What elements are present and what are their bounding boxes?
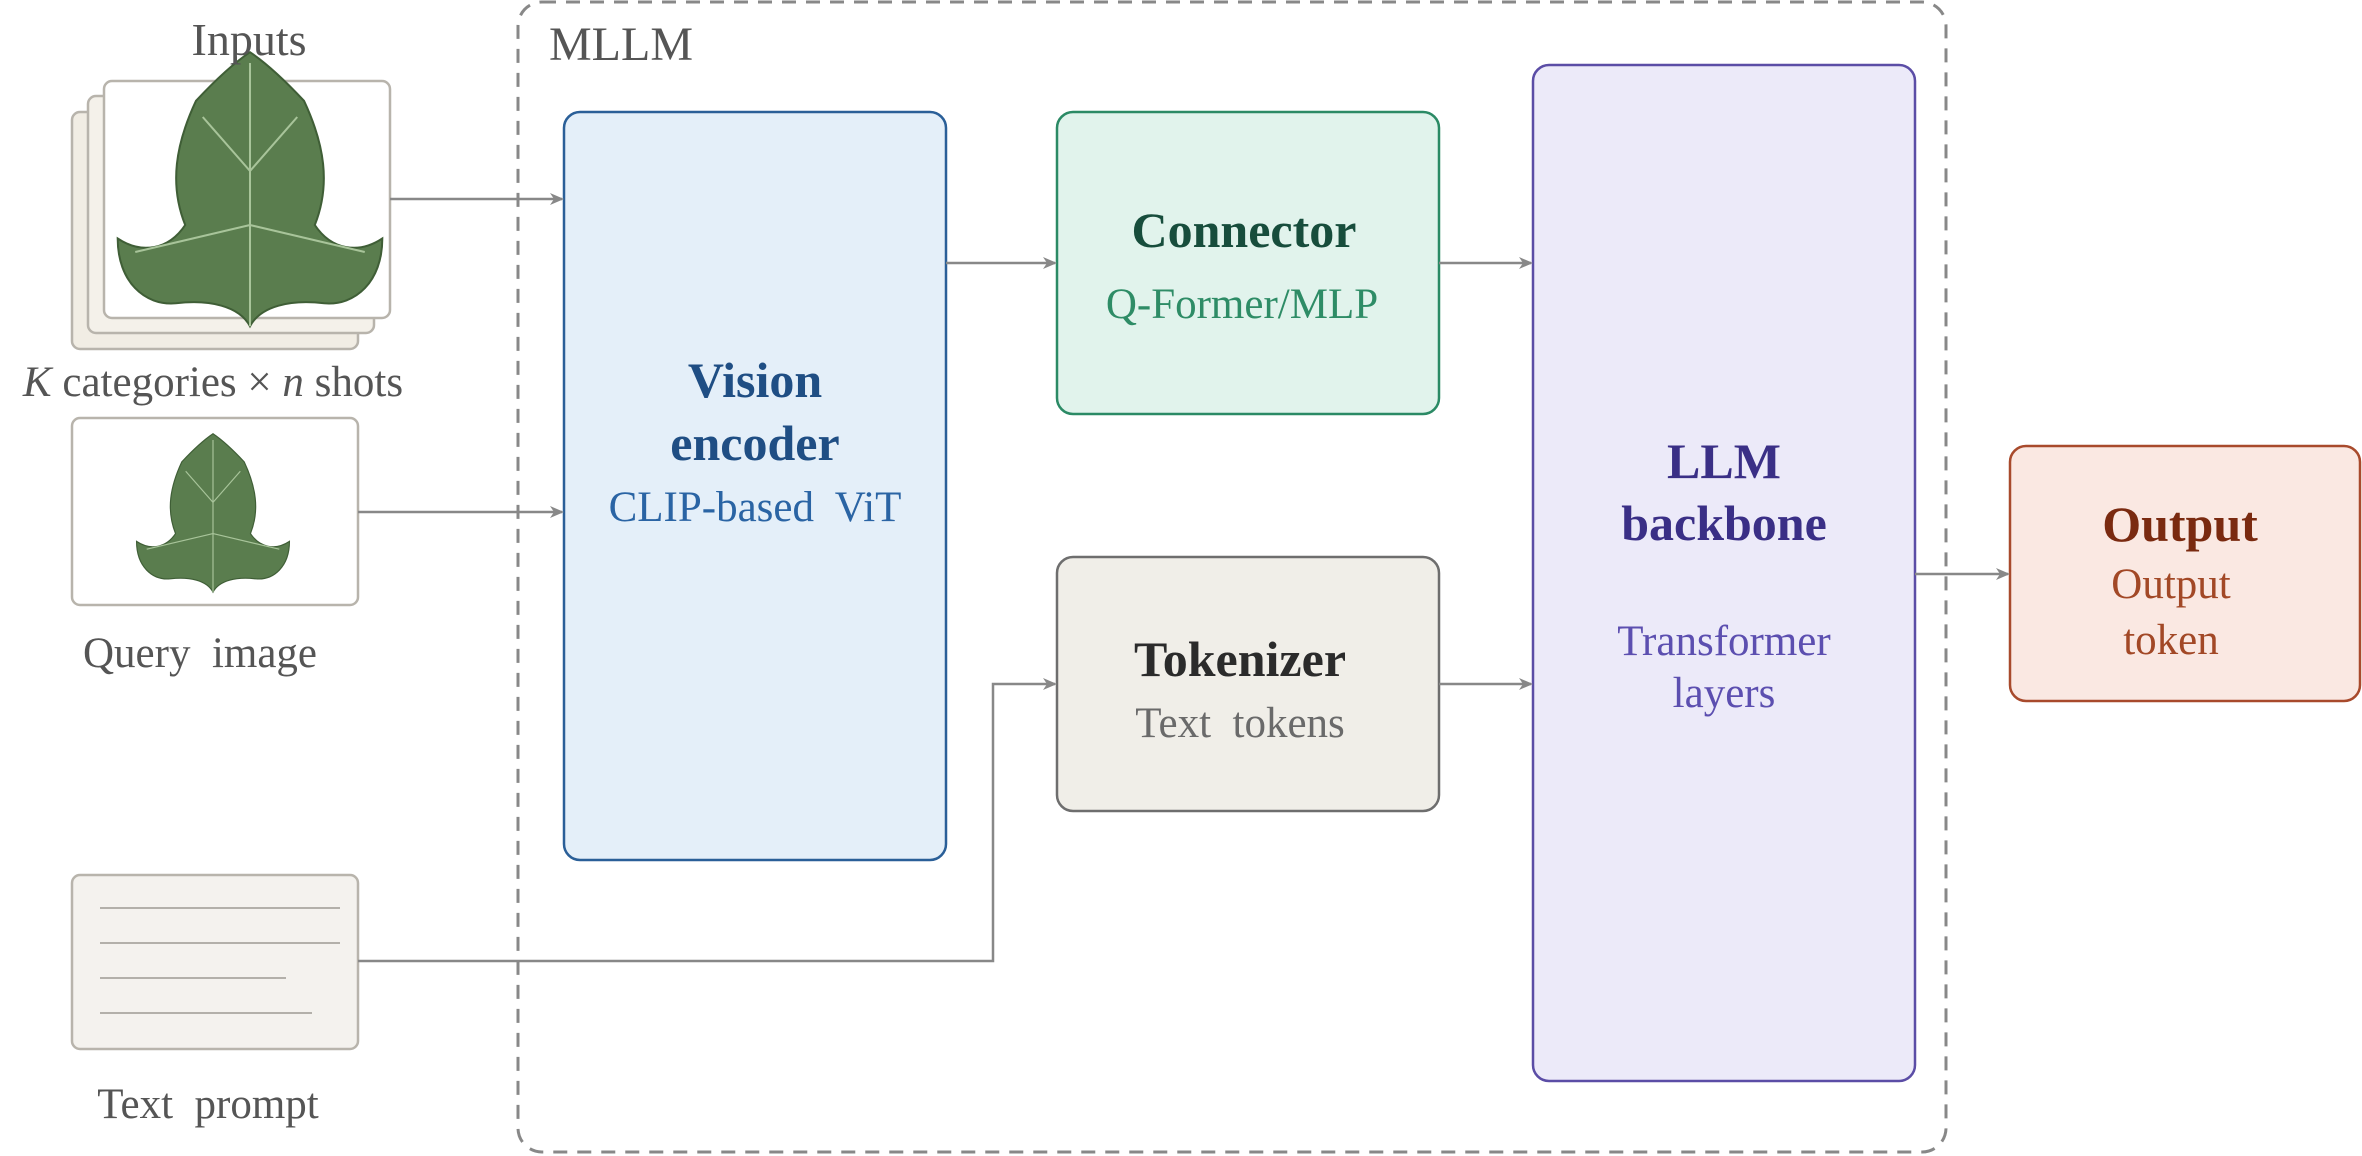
query-caption: Query image [83,630,317,677]
llm-backbone-box [1531,63,1917,1083]
tokenizer-title: Tokenizer [1134,631,1346,687]
tokenizer-subtitle: Text tokens [1135,700,1345,747]
vision-encoder-subtitle: CLIP-based ViT [609,484,902,531]
mllm-label: MLLM [549,18,693,71]
arrow-text-to-tokenizer [358,678,1057,963]
connector-title: Connector [1132,202,1357,258]
output-box [2008,444,2362,703]
output-subtitle-2: token [2123,617,2219,664]
text-document-icon [70,873,360,1051]
support-caption: K categories × n shots [22,359,403,406]
output-subtitle-1: Output [2111,561,2231,608]
connector-box [1055,110,1441,416]
inputs-title: Inputs [192,14,307,65]
leaf-image-icon [135,433,291,594]
support-images-stack [70,50,392,351]
vision-encoder-title-2: encoder [670,415,839,471]
mllm-container [516,0,1948,1154]
vision-encoder-box [562,110,948,862]
vision-encoder-title-1: Vision [688,352,822,408]
llm-backbone-title-1: LLM [1667,433,1781,489]
llm-backbone-subtitle-1: Transformer [1617,618,1830,665]
llm-backbone-title-2: backbone [1621,495,1827,551]
output-title: Output [2102,496,2258,552]
leaf-image-stack-icon [116,50,384,329]
llm-backbone-subtitle-2: layers [1673,670,1776,717]
connector-subtitle: Q-Former/MLP [1106,281,1378,328]
query-image [70,416,360,607]
text-prompt-caption: Text prompt [97,1081,319,1128]
